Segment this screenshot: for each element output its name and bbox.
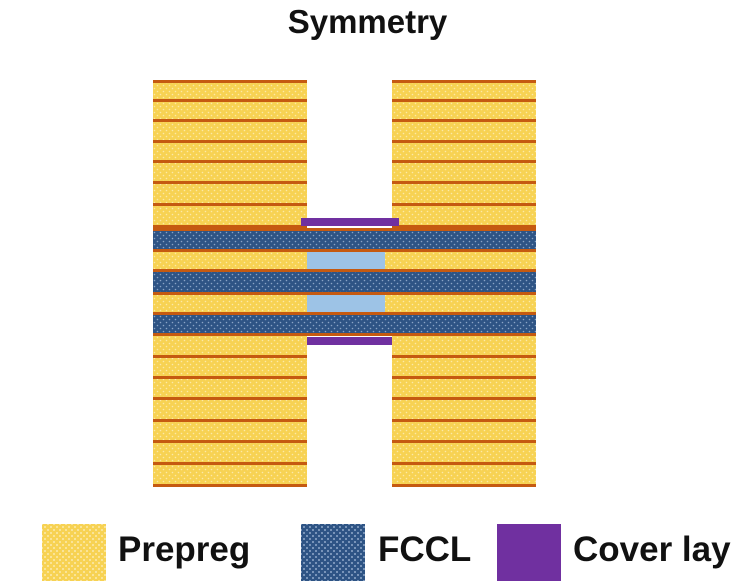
prepreg-lower-left xyxy=(153,336,307,486)
prepreg-lower-right xyxy=(392,336,536,486)
cover-lay-bottom xyxy=(301,337,399,345)
fccl-layer-2 xyxy=(153,272,536,292)
flex-gap-2 xyxy=(307,295,385,312)
copper-line xyxy=(392,225,536,228)
copper-line xyxy=(153,249,536,252)
copper-line xyxy=(153,181,307,184)
copper-line xyxy=(392,140,536,143)
legend-label-prepreg: Prepreg xyxy=(118,530,251,569)
prepreg-upper-right xyxy=(392,82,536,228)
copper-line xyxy=(392,355,536,358)
copper-line xyxy=(153,80,307,83)
copper-line xyxy=(153,140,307,143)
copper-line xyxy=(392,376,536,379)
diagram-title: Symmetry xyxy=(287,3,448,40)
copper-line xyxy=(392,160,536,163)
copper-line xyxy=(392,203,536,206)
fccl-layer-3 xyxy=(153,315,536,333)
copper-line xyxy=(392,462,536,465)
copper-line xyxy=(392,119,536,122)
copper-line xyxy=(153,312,536,315)
legend-swatch-prepreg xyxy=(42,524,106,581)
copper-line xyxy=(392,484,536,487)
copper-line xyxy=(153,355,307,358)
cover-lay-top xyxy=(301,218,399,226)
copper-line xyxy=(392,397,536,400)
copper-line xyxy=(153,419,307,422)
copper-line xyxy=(153,292,536,295)
copper-line xyxy=(153,376,307,379)
copper-line xyxy=(153,225,307,228)
prepreg-upper-left xyxy=(153,82,307,228)
fccl-layer-1 xyxy=(153,231,536,249)
copper-line xyxy=(153,440,307,443)
legend-label-fccl: FCCL xyxy=(378,530,472,569)
copper-line xyxy=(392,419,536,422)
copper-line xyxy=(153,119,307,122)
legend-label-cover-lay: Cover lay xyxy=(573,530,731,569)
legend-swatch-cover-lay xyxy=(497,524,561,581)
copper-line xyxy=(153,484,307,487)
copper-line xyxy=(153,203,307,206)
flex-gap-1 xyxy=(307,252,385,269)
copper-line xyxy=(153,462,307,465)
copper-line xyxy=(392,440,536,443)
pcb-stackup-diagram xyxy=(153,80,536,487)
copper-line xyxy=(392,99,536,102)
copper-line xyxy=(392,80,536,83)
copper-line xyxy=(392,181,536,184)
legend-swatch-fccl xyxy=(301,524,365,581)
copper-line xyxy=(153,228,536,231)
copper-line xyxy=(153,333,536,336)
copper-line xyxy=(153,99,307,102)
copper-line xyxy=(153,397,307,400)
copper-line xyxy=(153,269,536,272)
stackup-layers xyxy=(153,80,536,487)
copper-line xyxy=(153,160,307,163)
